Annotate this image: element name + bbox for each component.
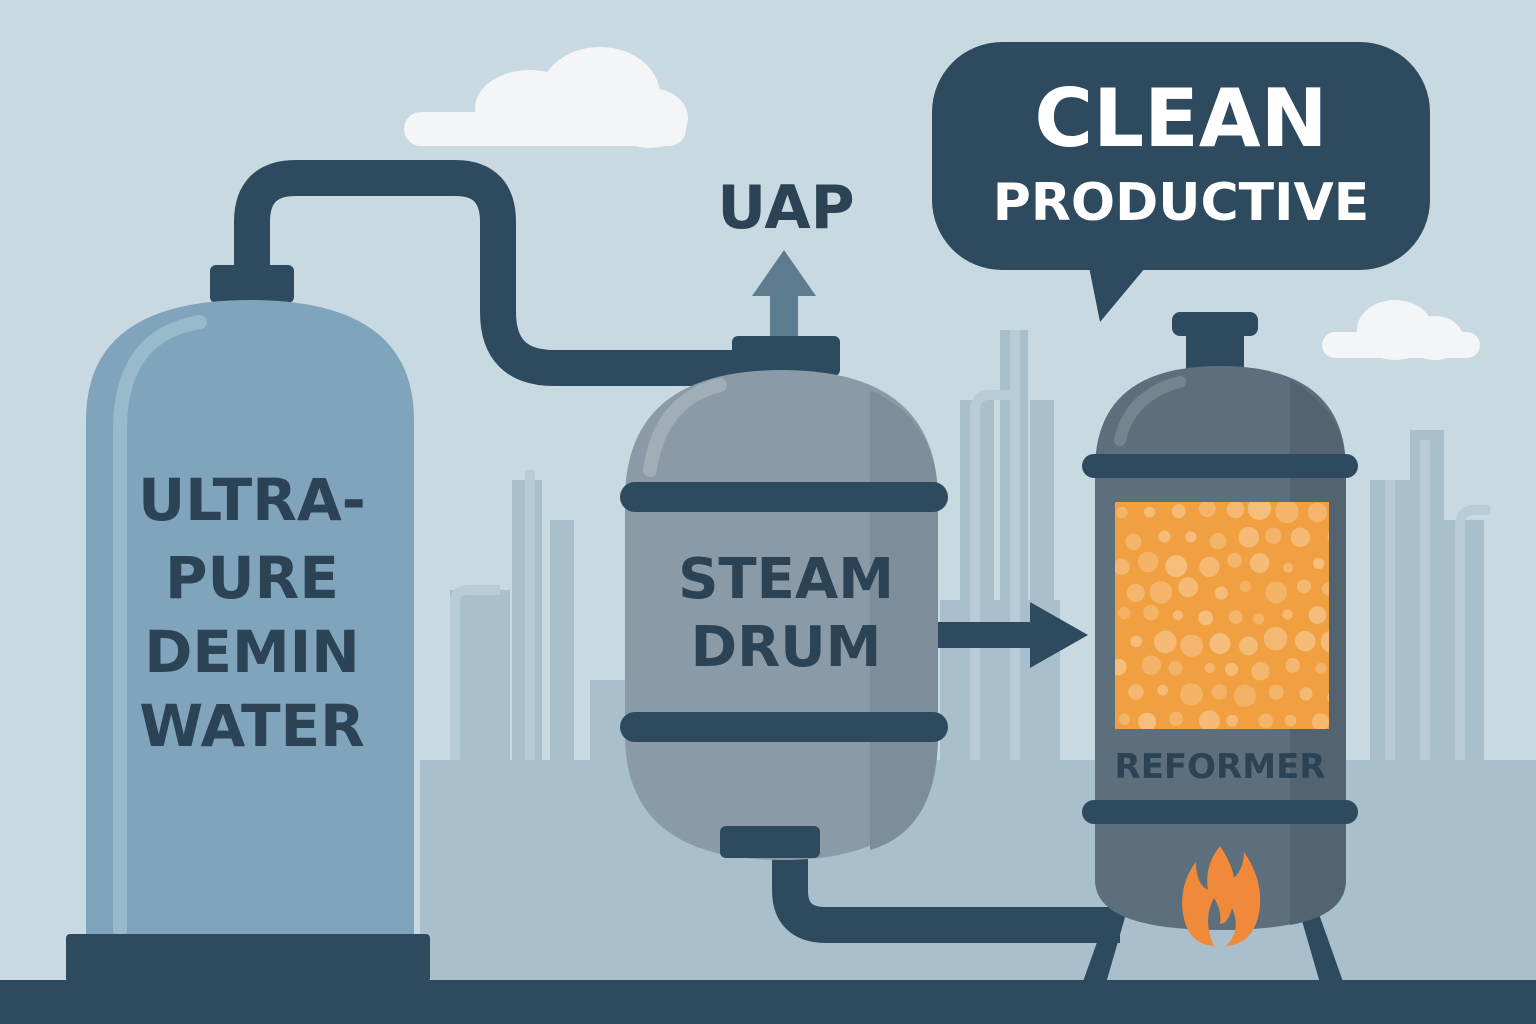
bubble-label-line-2: PRODUCTIVE	[993, 173, 1370, 233]
catalyst-pellet	[1283, 562, 1294, 573]
demin-water-tank	[66, 265, 430, 982]
catalyst-pellet	[1209, 532, 1227, 550]
return-pipe	[772, 850, 1120, 943]
catalyst-pellet	[1311, 713, 1329, 729]
catalyst-pellet	[1290, 527, 1311, 548]
bubble-label-line-1: CLEAN	[1034, 72, 1327, 165]
catalyst-pellet	[1118, 606, 1131, 620]
drum-label-line-1: STEAM	[678, 547, 894, 612]
reformer-vessel	[1080, 312, 1358, 990]
catalyst-pellet	[1130, 635, 1142, 648]
catalyst-pellet	[1211, 684, 1227, 700]
catalyst-pellet	[1125, 533, 1142, 551]
catalyst-pellet	[1258, 713, 1273, 729]
catalyst-pellet	[1137, 551, 1159, 573]
catalyst-pellet	[1214, 586, 1228, 600]
speech-bubble	[932, 42, 1430, 322]
catalyst-pellet	[1282, 609, 1293, 620]
catalyst-pellet	[1116, 506, 1128, 519]
catalyst-pellet	[1180, 634, 1203, 657]
catalyst-pellet	[1320, 630, 1329, 653]
catalyst-pellet	[1198, 610, 1213, 626]
catalyst-pellet	[1308, 606, 1327, 624]
catalyst-pellet	[1141, 655, 1162, 675]
catalyst-pellet	[1185, 531, 1197, 543]
tank-label-line-1: ULTRA-	[138, 466, 366, 534]
catalyst-pellet	[1239, 580, 1251, 592]
catalyst-pellet	[1178, 577, 1199, 598]
catalyst-pellet	[1294, 630, 1316, 652]
catalyst-pellet	[1265, 581, 1288, 604]
catalyst-pellet	[1144, 506, 1155, 518]
catalyst-pellet	[1264, 527, 1282, 544]
catalyst-pellet	[1228, 610, 1243, 624]
arrow-up-icon	[752, 250, 816, 336]
catalyst-pellet	[1251, 662, 1270, 681]
cloud-icon	[1322, 300, 1480, 360]
catalyst-pellet	[1315, 662, 1327, 675]
catalyst-pellet	[1149, 581, 1173, 604]
catalyst-pellet	[1143, 604, 1159, 621]
cloud-icon	[404, 47, 688, 148]
catalyst-pellet	[1157, 684, 1168, 696]
arrow-right-icon	[938, 602, 1088, 668]
catalyst-pellet	[1238, 526, 1260, 548]
catalyst-pellet	[1199, 556, 1220, 578]
catalyst-pellet	[1168, 661, 1183, 676]
vent-label: UAP	[717, 173, 854, 243]
skyline-pipes	[450, 330, 1490, 760]
catalyst-pellet	[1263, 626, 1288, 651]
catalyst-pellet	[1268, 684, 1284, 700]
catalyst-pellet	[1284, 714, 1297, 727]
catalyst-pellet	[1126, 583, 1145, 603]
feed-pipe	[234, 160, 783, 386]
catalyst-pellet	[1249, 553, 1270, 573]
catalyst-pellet	[1128, 684, 1144, 700]
catalyst-pellet	[1299, 687, 1313, 701]
catalyst-pellet	[1171, 504, 1186, 519]
tank-label-line-3: DEMIN	[144, 618, 360, 686]
catalyst-pellet	[1198, 502, 1216, 518]
catalyst-pellet	[1275, 502, 1299, 524]
catalyst-pellet	[1209, 633, 1231, 655]
catalyst-pellet	[1239, 636, 1258, 656]
catalyst-pellet	[1169, 711, 1184, 726]
catalyst-pellet	[1234, 684, 1256, 707]
catalyst-pellet	[1226, 714, 1239, 727]
catalyst-pellet	[1226, 502, 1245, 519]
catalyst-pellet	[1172, 610, 1183, 621]
ground	[0, 980, 1536, 1024]
reformer-label: REFORMER	[1115, 747, 1326, 787]
tank-label-line-4: WATER	[139, 692, 365, 760]
catalyst-pellet	[1198, 710, 1220, 729]
catalyst-pellet	[1307, 502, 1328, 523]
catalyst-pellet	[1227, 552, 1242, 568]
catalyst-pellet	[1253, 613, 1265, 625]
catalyst-pellet	[1297, 579, 1311, 594]
catalyst-pellet	[1138, 712, 1157, 729]
catalyst-pellet	[1118, 713, 1130, 725]
catalyst-pellet	[1224, 662, 1239, 676]
catalyst-pellets	[1115, 502, 1329, 729]
catalyst-pellet	[1247, 502, 1271, 520]
catalyst-pellet	[1158, 530, 1171, 543]
catalyst-pellet	[1115, 658, 1127, 676]
tank-label-line-2: PURE	[165, 544, 339, 612]
steam-drum	[620, 336, 948, 860]
catalyst-pellet	[1180, 683, 1203, 706]
catalyst-pellet	[1154, 630, 1177, 654]
catalyst-pellet	[1115, 558, 1130, 575]
catalyst-pellet	[1327, 692, 1329, 703]
catalyst-pellet	[1321, 582, 1329, 596]
catalyst-pellet	[1327, 531, 1329, 542]
drum-label-line-2: DRUM	[691, 615, 882, 680]
catalyst-pellet	[1165, 555, 1188, 578]
catalyst-pellet	[1313, 557, 1325, 570]
flame-icon	[1182, 846, 1261, 946]
catalyst-pellet	[1285, 658, 1300, 673]
catalyst-pellet	[1204, 662, 1215, 674]
